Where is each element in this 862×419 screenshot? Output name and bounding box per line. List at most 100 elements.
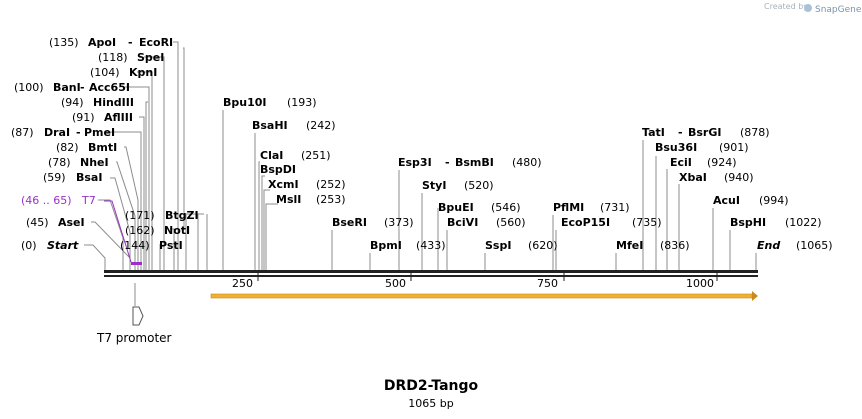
- site-hindiii-label[interactable]: HindIII: [93, 96, 134, 109]
- snapgene-logo-icon: [804, 4, 812, 12]
- site-bspdi-label[interactable]: BspDI: [260, 163, 296, 176]
- site-mfei-label[interactable]: MfeI: [616, 239, 643, 252]
- site-xbai-label[interactable]: XbaI: [679, 171, 707, 184]
- site-bsahi-label[interactable]: BsaHI: [252, 119, 288, 132]
- site-asei-label[interactable]: AseI: [58, 216, 85, 229]
- site-asei-pos: (45): [26, 216, 49, 229]
- site-acui-pos: (994): [759, 194, 789, 207]
- site-bani-pos: (100): [14, 81, 44, 94]
- site-bpuei-pos: (546): [491, 201, 521, 214]
- site-bseri-label[interactable]: BseRI: [332, 216, 367, 229]
- site-tati-pos: (878): [740, 126, 770, 139]
- site-ecii-pos: (924): [707, 156, 737, 169]
- site-kpni-label[interactable]: KpnI: [129, 66, 157, 79]
- feature-t7-pos: (46 .. 65): [21, 194, 72, 207]
- site-connector-lines: [84, 41, 757, 270]
- site-ecop15i-label[interactable]: EcoP15I: [561, 216, 610, 229]
- site-bsphi-label[interactable]: BspHI: [730, 216, 766, 229]
- credit-prefix-text: Created by: [764, 2, 809, 11]
- site-bmti-label[interactable]: BmtI: [88, 141, 117, 154]
- ruler-labels: 250 500 750 1000: [232, 277, 714, 290]
- site-bpmi-label[interactable]: BpmI: [370, 239, 402, 252]
- site-sspi-pos: (620): [528, 239, 558, 252]
- site-styi-pos: (520): [464, 179, 494, 192]
- site-spei-pos: (118): [98, 51, 128, 64]
- site-bsai-label[interactable]: BsaI: [76, 171, 102, 184]
- ruler-label-750: 750: [537, 277, 558, 290]
- t7-feature-leader: [104, 200, 142, 265]
- site-kpni-pos: (104): [90, 66, 120, 79]
- site-sspi-label[interactable]: SspI: [485, 239, 511, 252]
- site-drai-label[interactable]: DraI: [44, 126, 70, 139]
- site-hindiii-pos: (94): [61, 96, 84, 109]
- site-msli-pos: (253): [316, 193, 346, 206]
- site-bcivi-label[interactable]: BciVI: [447, 216, 478, 229]
- site-xcmi-pos: (252): [316, 178, 346, 191]
- orf-arrow: [210, 291, 758, 301]
- site-bsrgi-label[interactable]: BsrGI: [688, 126, 721, 139]
- site-mfei-pos: (836): [660, 239, 690, 252]
- site-tati-label[interactable]: TatI: [642, 126, 665, 139]
- site-tati-dash: -: [678, 126, 683, 139]
- site-bsahi-pos: (242): [306, 119, 336, 132]
- site-ecop15i-pos: (735): [632, 216, 662, 229]
- site-bpu10i-label[interactable]: Bpu10I: [223, 96, 267, 109]
- site-noti-label[interactable]: NotI: [164, 224, 190, 237]
- site-acui-label[interactable]: AcuI: [713, 194, 740, 207]
- site-bsu36i-label[interactable]: Bsu36I: [655, 141, 697, 154]
- site-clai-pos: (251): [301, 149, 331, 162]
- site-msli-label[interactable]: MslI: [276, 193, 301, 206]
- site-ecii-label[interactable]: EciI: [670, 156, 692, 169]
- ruler-label-250: 250: [232, 277, 253, 290]
- site-apoi-dash: -: [128, 36, 133, 49]
- site-btgzi-label[interactable]: BtgZI: [165, 209, 199, 222]
- backbone: [104, 270, 758, 277]
- site-bsmbi-label[interactable]: BsmBI: [455, 156, 494, 169]
- site-bsai-pos: (59): [43, 171, 66, 184]
- site-acc65i-label[interactable]: Acc65I: [89, 81, 130, 94]
- site-end-pos: (1065): [796, 239, 833, 252]
- site-psti-pos: (144): [120, 239, 150, 252]
- ruler-label-500: 500: [385, 277, 406, 290]
- site-esp3i-label[interactable]: Esp3I: [398, 156, 432, 169]
- site-bseri-pos: (373): [384, 216, 414, 229]
- site-bpuei-label[interactable]: BpuEI: [438, 201, 474, 214]
- site-bcivi-pos: (560): [496, 216, 526, 229]
- site-apoi-label[interactable]: ApoI: [88, 36, 116, 49]
- site-afliii-label[interactable]: AflIII: [104, 111, 133, 124]
- site-bmti-pos: (82): [56, 141, 79, 154]
- site-bsphi-pos: (1022): [785, 216, 822, 229]
- t7-promoter-label[interactable]: T7 promoter: [96, 331, 172, 345]
- site-bani-label[interactable]: BanI: [53, 81, 81, 94]
- t7-promoter-glyph: [132, 283, 144, 326]
- site-psti-label[interactable]: PstI: [159, 239, 183, 252]
- feature-t7-label[interactable]: T7: [81, 194, 96, 207]
- ruler: [257, 270, 718, 281]
- site-esp3i-pos: (480): [512, 156, 542, 169]
- snapgene-logo: SnapGene: [804, 4, 861, 15]
- site-pmei-label[interactable]: PmeI: [84, 126, 115, 139]
- site-ecori-label[interactable]: EcoRI: [139, 36, 173, 49]
- site-spei-label[interactable]: SpeI: [137, 51, 164, 64]
- site-xcmi-label[interactable]: XcmI: [268, 178, 299, 191]
- site-afliii-pos: (91): [72, 111, 95, 124]
- construct-title: DRD2-Tango: [383, 378, 479, 394]
- construct-length: 1065 bp: [408, 397, 454, 410]
- ruler-label-1000: 1000: [686, 277, 714, 290]
- site-pflmi-label[interactable]: PflMI: [553, 201, 584, 214]
- site-drai-dash: -: [76, 126, 81, 139]
- site-bsu36i-pos: (901): [719, 141, 749, 154]
- site-nhei-label[interactable]: NheI: [80, 156, 109, 169]
- site-styi-label[interactable]: StyI: [422, 179, 446, 192]
- site-bani-dash: -: [80, 81, 85, 94]
- site-start-pos: (0): [21, 239, 37, 252]
- site-noti-pos: (162): [125, 224, 155, 237]
- site-pflmi-pos: (731): [600, 201, 630, 214]
- site-bpmi-pos: (433): [416, 239, 446, 252]
- site-clai-label[interactable]: ClaI: [260, 149, 283, 162]
- snapgene-brand: SnapGene: [815, 5, 861, 15]
- site-btgzi-pos: (171): [125, 209, 155, 222]
- credit-prefix: Created by: [764, 2, 808, 11]
- site-nhei-pos: (78): [48, 156, 71, 169]
